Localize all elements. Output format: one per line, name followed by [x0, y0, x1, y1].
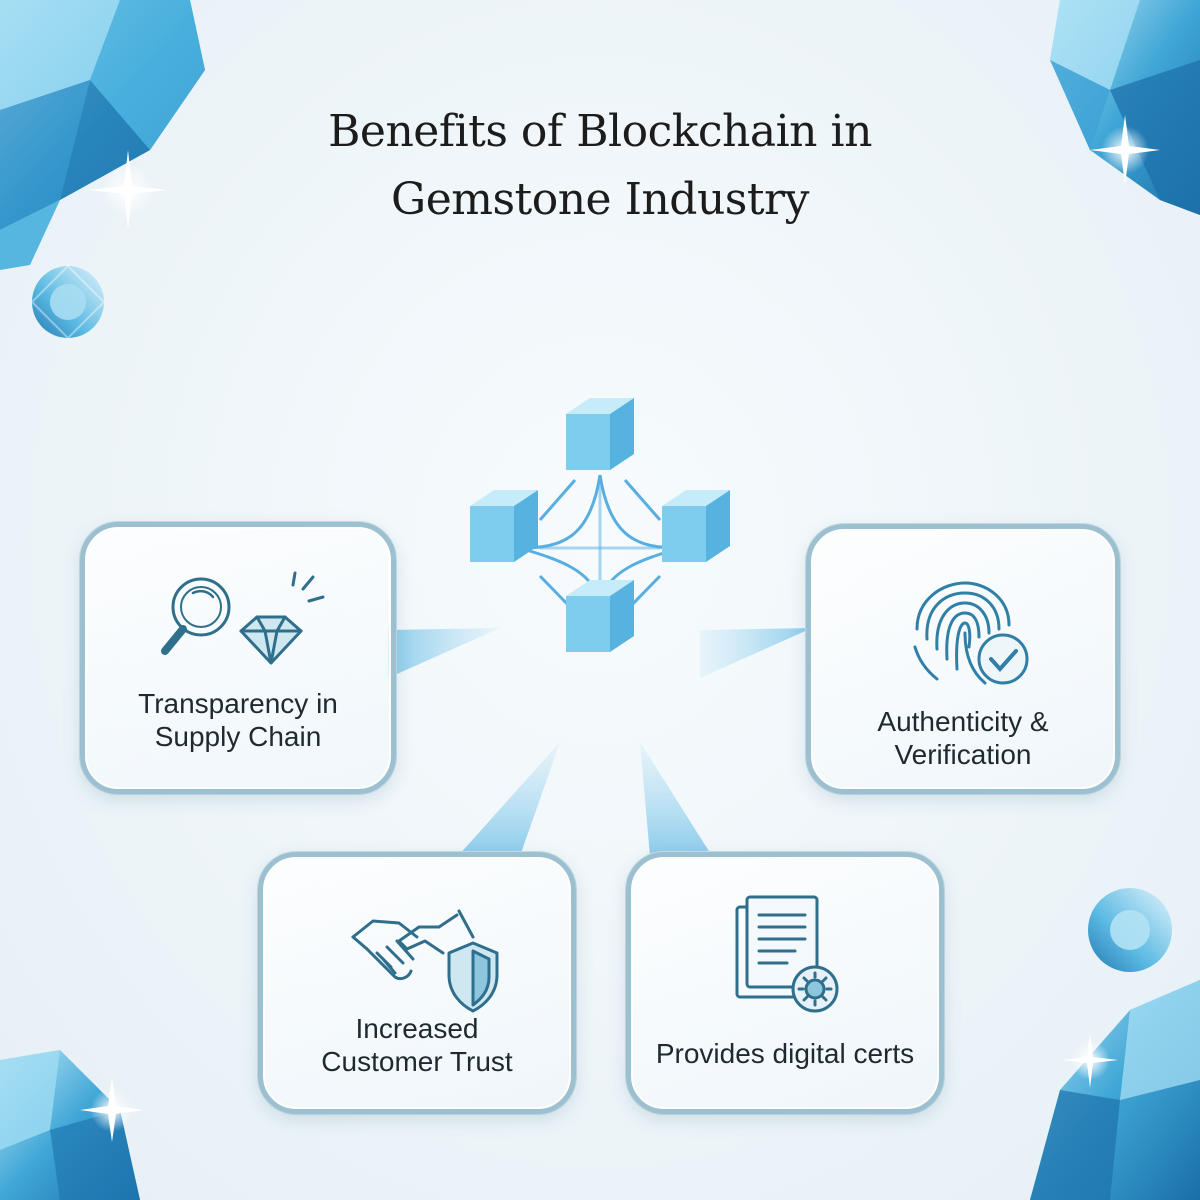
card-transparency-label: Transparency in Supply Chain: [85, 687, 391, 753]
beam-bottom-left: [458, 742, 560, 856]
card-transparency-line-1: Transparency in: [138, 688, 338, 719]
gem-cluster-top-right: [1050, 0, 1200, 215]
block-cube-right: [662, 490, 730, 562]
card-transparency: Transparency in Supply Chain: [80, 522, 396, 794]
card-authenticity: Authenticity & Verification: [806, 524, 1120, 794]
sparkles: [80, 115, 1160, 1142]
card-digital-certs-line-1: Provides digital certs: [655, 1038, 915, 1069]
card-transparency-line-2: Supply Chain: [154, 721, 322, 752]
block-cube-left: [470, 490, 538, 562]
card-customer-trust: Increased Customer Trust: [258, 852, 576, 1114]
card-digital-certs: Provides digital certs: [626, 852, 944, 1114]
card-customer-trust-line-1: Increased: [355, 1013, 479, 1044]
card-digital-certs-label: Provides digital certs: [631, 1037, 939, 1070]
gem-cluster-top-left: [0, 0, 205, 340]
handshake-shield-icon: [351, 909, 499, 1013]
page-title: Benefits of Blockchain in Gemstone Indus…: [0, 98, 1200, 234]
fingerprint-check-icon: [913, 581, 1029, 685]
beam-right: [700, 628, 812, 678]
title-line-2: Gemstone Industry: [391, 174, 809, 225]
block-cube-bottom: [566, 580, 634, 652]
card-customer-trust-line-2: Customer Trust: [321, 1046, 513, 1077]
beam-bottom-right: [640, 742, 712, 856]
card-authenticity-line-2: Verification: [894, 739, 1032, 770]
gem-cluster-bottom-right: [1030, 888, 1200, 1200]
beam-left: [388, 628, 500, 678]
card-authenticity-line-1: Authenticity &: [877, 706, 1049, 737]
card-authenticity-label: Authenticity & Verification: [811, 705, 1115, 771]
magnifier-gem-icon: [161, 571, 325, 665]
title-line-1: Benefits of Blockchain in: [328, 106, 872, 157]
card-customer-trust-label: Increased Customer Trust: [263, 1012, 571, 1078]
gem-cluster-bottom-left: [0, 1050, 140, 1200]
document-seal-icon: [735, 895, 839, 1013]
blockchain-network-icon: [470, 398, 730, 652]
block-cube-top: [566, 398, 634, 470]
